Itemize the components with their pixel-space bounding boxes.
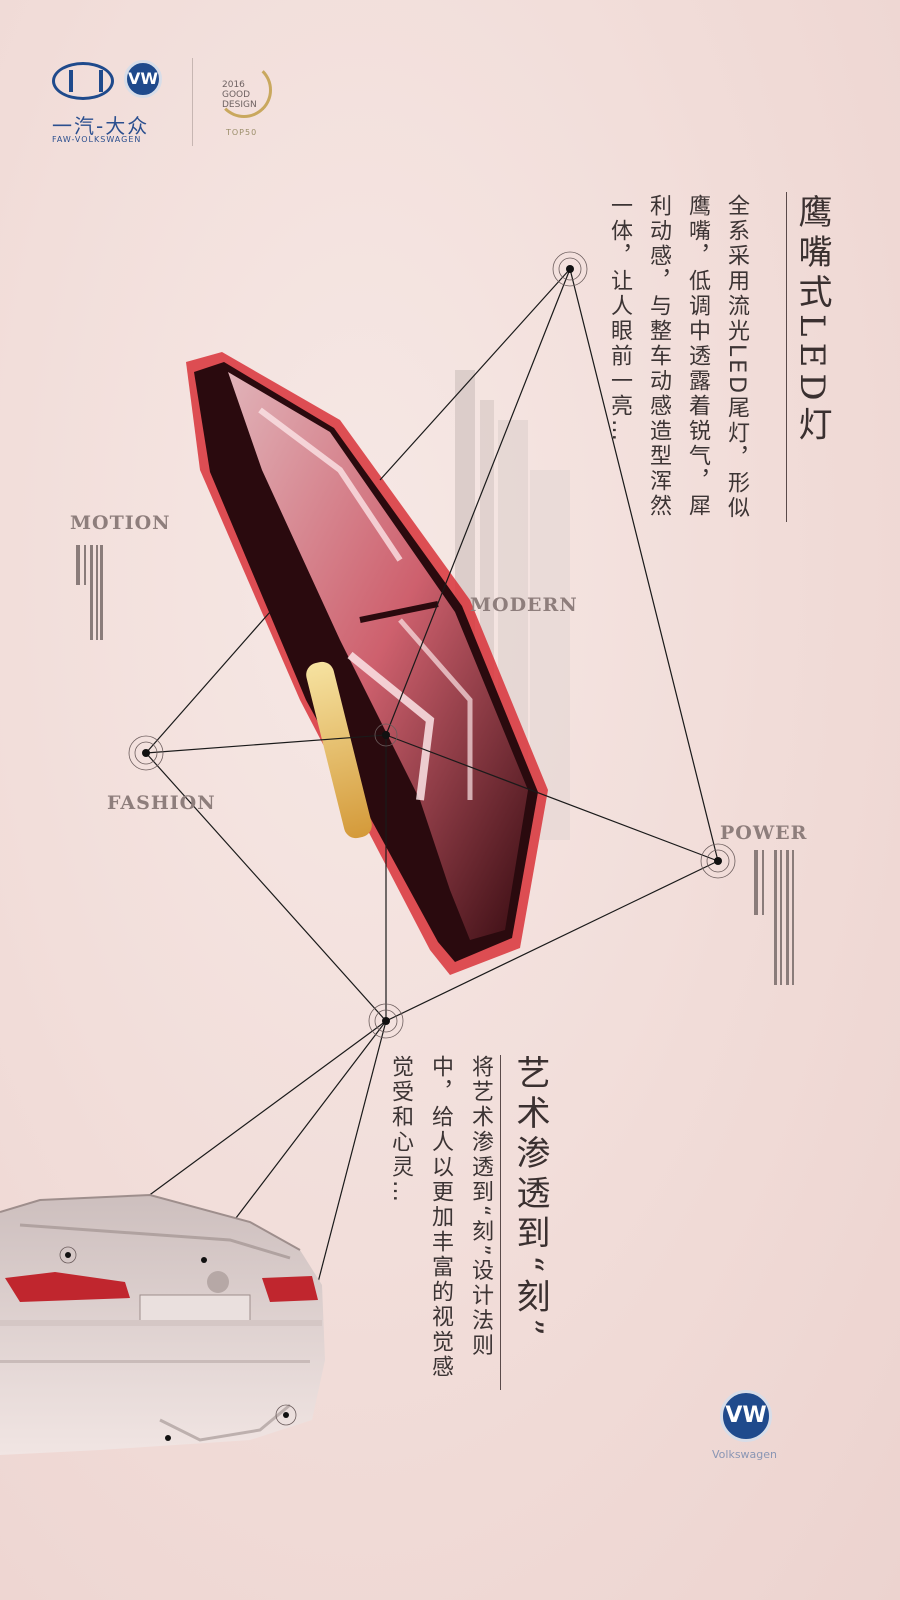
label-power: POWER (720, 822, 808, 844)
node-top (552, 251, 588, 287)
barcode-bars-left (76, 545, 103, 640)
faw-logo-icon (52, 62, 114, 100)
feature1-rule (786, 192, 787, 522)
feature2-body: 将艺术渗透到“刻”设计法则中，给人以更加丰富的视觉感觉受和心灵… (388, 1055, 493, 1380)
award-emblem-icon (216, 62, 272, 118)
feature2-title: 艺术渗透到“刻” (510, 1055, 550, 1342)
node-center (374, 723, 398, 747)
node-bottom (368, 1003, 404, 1039)
feature1-title: 鹰嘴式LED灯 (792, 194, 832, 447)
feature2-rule (500, 1055, 501, 1390)
node-power (700, 843, 736, 879)
node-fashion (128, 735, 164, 771)
faw-vw-brand-subtitle: FAW-VOLKSWAGEN (52, 135, 142, 144)
label-modern: MODERN (470, 594, 578, 616)
vw-logo-bottom-icon: VW (720, 1390, 772, 1442)
car-rear-image (0, 1193, 325, 1455)
car-wireframe-nodes (59, 1246, 297, 1441)
label-fashion: FASHION (107, 792, 216, 814)
award-subtitle: TOP50 (226, 128, 258, 137)
wireframe-nodes (128, 251, 736, 1039)
label-motion: MOTION (70, 512, 171, 534)
vw-logo-icon: VW (124, 60, 162, 98)
led-tail-light-image (186, 352, 548, 975)
award-text: 2016 GOOD DESIGN (222, 80, 257, 110)
vw-caption: Volkswagen (712, 1448, 778, 1461)
faw-vw-brand-name: 一汽-大众 (52, 114, 150, 138)
barcode-bars-right (754, 850, 794, 985)
feature1-body: 全系采用流光LED尾灯，形似鹰嘴，低调中透露着锐气，犀利动感，与整车动感造型浑然… (607, 194, 749, 522)
logo-divider (192, 58, 193, 146)
